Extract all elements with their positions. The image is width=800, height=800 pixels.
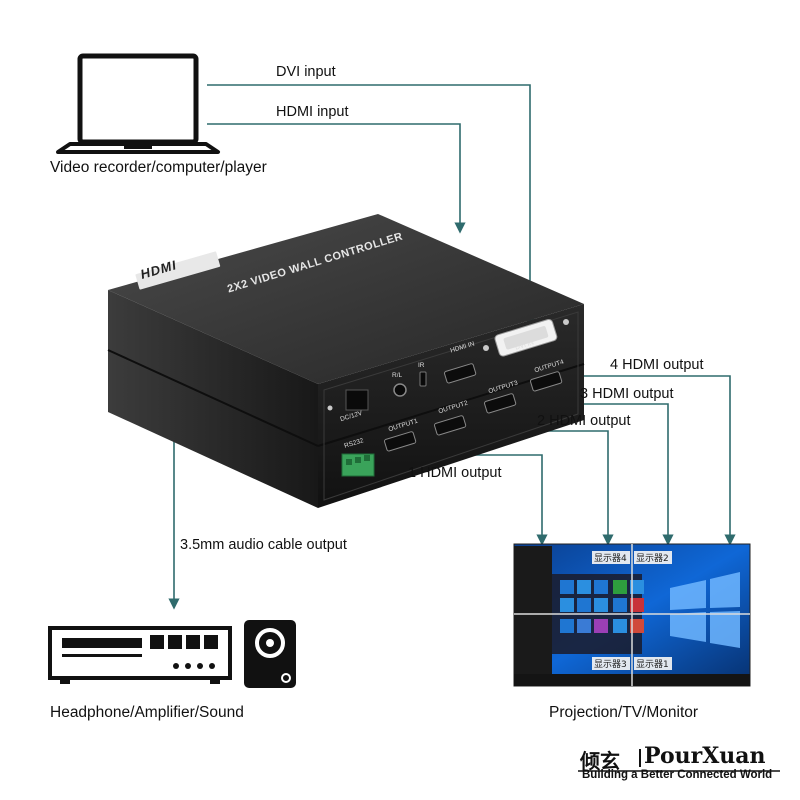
hdmi-in-port (443, 363, 477, 384)
output-3-label: 3 HDMI output (580, 386, 674, 402)
port-label-rl: R/L (392, 372, 403, 379)
screen-tag-4: 显示器4 (594, 554, 627, 564)
port-label-ir: IR (418, 362, 425, 369)
rs232-terminal (341, 453, 375, 477)
screen-tag-2: 显示器2 (636, 554, 669, 564)
output1-port (383, 431, 417, 452)
source-caption: Video recorder/computer/player (50, 159, 267, 176)
audio-jack (393, 383, 407, 397)
brand-tagline: Building a Better Connected World (582, 769, 773, 781)
brand-en: PourXuan (644, 743, 766, 769)
dvi-input-line (207, 84, 536, 328)
screen-tag-1: 显示器1 (636, 660, 669, 670)
hdmi-input-line (207, 123, 466, 234)
brand-logo (578, 749, 780, 772)
audio-caption: Headphone/Amplifier/Sound (50, 704, 244, 721)
output2-port (433, 415, 467, 436)
dvi-in-port (494, 318, 558, 357)
brand-cn: 倾玄 (580, 749, 620, 773)
output-2-label: 2 HDMI output (537, 413, 631, 429)
output4-port (529, 371, 563, 392)
dvi-input-label: DVI input (276, 64, 336, 80)
amplifier-icon (48, 626, 232, 684)
hdmi-input-label: HDMI input (276, 104, 349, 120)
speaker-icon (244, 620, 296, 688)
audio-out-label: 3.5mm audio cable output (180, 537, 347, 553)
output-4-label: 4 HDMI output (610, 357, 704, 373)
output-4-line (560, 375, 736, 546)
video-wall-controller (107, 214, 585, 508)
laptop-icon (56, 53, 220, 154)
monitor-display (513, 543, 751, 687)
brand-block: 倾玄 PourXuan Building a Better Connected … (556, 743, 796, 789)
display-caption: Projection/TV/Monitor (549, 704, 699, 721)
screen-tag-3: 显示器3 (594, 660, 627, 670)
output3-port (483, 393, 517, 414)
output-1-label: 1 HDMI output (408, 465, 502, 481)
